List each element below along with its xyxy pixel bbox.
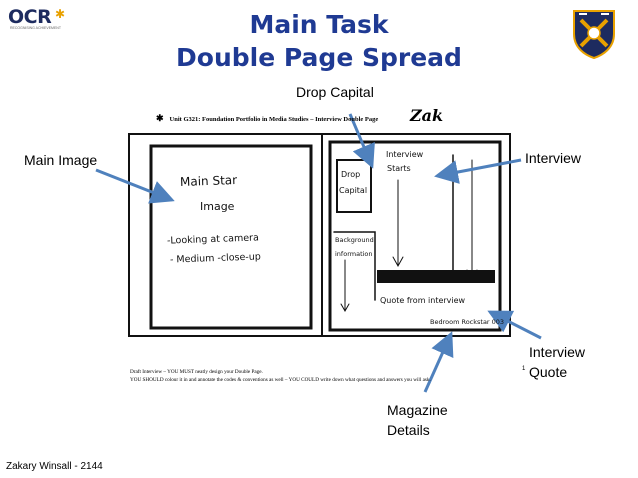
background-info-text-1: Background	[335, 236, 374, 244]
magazine-details-label-line1: Magazine	[387, 402, 448, 418]
interview-start-text-1: Interview	[386, 150, 424, 159]
student-name: Zak	[410, 106, 444, 125]
author-footer: Zakary Winsall - 2144	[6, 461, 103, 472]
page-title: Main Task	[249, 10, 389, 39]
background-info-text-2: information	[335, 250, 373, 258]
drop-capital-label: Drop Capital	[296, 84, 374, 100]
main-image-arrow	[95, 168, 175, 204]
bug-icon: ✱	[156, 113, 164, 123]
interview-quote-label-line2: Quote	[529, 364, 568, 380]
left-page-text-1: Main Star	[179, 173, 238, 189]
drop-capital-arrow	[348, 113, 375, 169]
interview-arrow	[434, 158, 522, 184]
page-number: 1	[522, 366, 526, 372]
school-crest-icon	[569, 8, 619, 60]
drop-cap-text-1: Drop	[341, 170, 361, 179]
draft-instruction-1: Draft Interview – YOU MUST neatly design…	[130, 369, 263, 375]
ocr-logo-tagline: RECOGNISING ACHIEVEMENT	[10, 26, 61, 30]
worksheet-header: ✱ Unit G321: Foundation Portfolio in Medi…	[156, 113, 378, 124]
draft-instruction-2: YOU SHOULD colour it in and annotate the…	[130, 377, 431, 383]
main-image-label: Main Image	[24, 152, 98, 168]
drop-cap-text-2: Capital	[339, 186, 368, 195]
page-subtitle: Double Page Spread	[176, 43, 462, 72]
interview-start-text-2: Starts	[387, 164, 411, 173]
ocr-logo-text: OCR	[8, 6, 52, 28]
magazine-details-text: Bedroom Rockstar 003	[430, 318, 505, 326]
interview-quote-arrow	[487, 310, 542, 340]
quote-text: Quote from interview	[380, 296, 466, 305]
magazine-details-label-line2: Details	[387, 422, 430, 438]
interview-quote-label-line1: Interview	[529, 344, 586, 360]
magazine-details-arrow	[423, 331, 454, 393]
worksheet-header-text: Unit G321: Foundation Portfolio in Media…	[169, 116, 379, 123]
left-page-text-2: Image	[200, 200, 235, 213]
star-icon: ✱	[55, 7, 66, 21]
ocr-logo: OCR ✱ RECOGNISING ACHIEVEMENT	[8, 6, 78, 32]
interview-label: Interview	[525, 150, 582, 166]
